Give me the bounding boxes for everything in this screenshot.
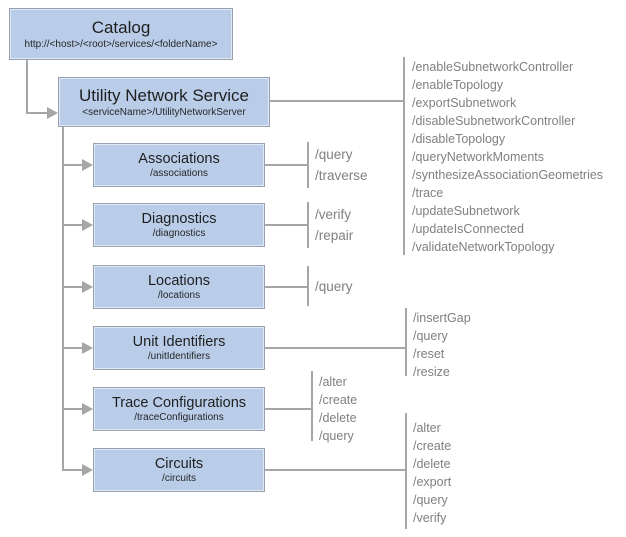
resource-title: Diagnostics (141, 210, 217, 227)
resource-path: /associations (150, 167, 208, 179)
connector-line (62, 408, 82, 410)
diagnostics-node: Diagnostics /diagnostics (93, 203, 265, 247)
connector-line (26, 60, 28, 113)
operation-label: /delete (319, 411, 357, 425)
operations-bar (307, 266, 309, 306)
operation-label: /exportSubnetwork (412, 96, 517, 110)
resource-path: /diagnostics (152, 227, 206, 239)
operation-label: /query (315, 279, 353, 294)
operation-label: /alter (319, 375, 347, 389)
connector-line (265, 164, 307, 166)
unit-identifiers-node: Unit Identifiers /unitIdentifiers (93, 326, 265, 370)
resource-path: /traceConfigurations (134, 411, 224, 423)
circuits-operations-list: /alter/create/delete/export/query/verify (413, 419, 451, 527)
operation-label: /verify (315, 207, 352, 222)
resource-title: Trace Configurations (111, 394, 247, 411)
locations-operations-list: /query (315, 276, 353, 297)
arrowhead-icon (82, 403, 93, 415)
service-title: Utility Network Service (78, 85, 250, 105)
trace-configurations-operations-list: /alter/create/delete/query (319, 373, 357, 445)
service-node: Utility Network Service <serviceName>/Ut… (58, 77, 270, 127)
catalog-url: http://<host>/<root>/services/<folderNam… (24, 38, 218, 50)
operation-label: /query (413, 329, 448, 343)
service-path: <serviceName>/UtilityNetworkServer (82, 106, 246, 118)
trace-configurations-node: Trace Configurations /traceConfiguration… (93, 387, 265, 431)
operation-label: /create (319, 393, 358, 407)
operation-label: /trace (412, 186, 444, 200)
operation-label: /enableTopology (412, 78, 504, 92)
resource-title: Locations (147, 272, 211, 289)
resource-title: Circuits (154, 455, 204, 472)
resource-path: /circuits (162, 472, 196, 484)
resource-title: Unit Identifiers (132, 333, 226, 350)
catalog-title: Catalog (91, 17, 151, 37)
catalog-node: Catalog http://<host>/<root>/services/<f… (9, 8, 233, 60)
connector-line (26, 112, 47, 114)
operation-label: /validateNetworkTopology (412, 240, 555, 254)
connector-line (265, 469, 405, 471)
connector-line (265, 286, 307, 288)
resource-path: /unitIdentifiers (147, 350, 211, 362)
arrowhead-icon (82, 219, 93, 231)
arrowhead-icon (82, 464, 93, 476)
operations-bar (307, 142, 309, 188)
connector-line (265, 224, 307, 226)
operation-label: /alter (413, 421, 441, 435)
operation-label: /updateIsConnected (412, 222, 524, 236)
connector-line (62, 286, 82, 288)
arrowhead-icon (82, 281, 93, 293)
connector-line (265, 347, 405, 349)
operation-label: /updateSubnetwork (412, 204, 520, 218)
operation-label: /delete (413, 457, 451, 471)
operations-bar (311, 371, 313, 441)
operations-bar (403, 57, 405, 255)
diagnostics-operations-list: /verify/repair (315, 204, 353, 246)
operation-label: /query (413, 493, 448, 507)
operation-label: /query (315, 147, 353, 162)
operation-label: /query (319, 429, 354, 443)
operation-label: /export (413, 475, 452, 489)
operation-label: /verify (413, 511, 447, 525)
arrowhead-icon (82, 342, 93, 354)
connector-line (265, 408, 311, 410)
arrowhead-icon (82, 159, 93, 171)
operation-label: /create (413, 439, 452, 453)
operation-label: /repair (315, 228, 354, 243)
operation-label: /insertGap (413, 311, 471, 325)
service-operations-list: /enableSubnetworkController/enableTopolo… (412, 58, 603, 256)
arrowhead-icon (47, 107, 58, 119)
connector-line (62, 347, 82, 349)
operation-label: /queryNetworkMoments (412, 150, 544, 164)
associations-operations-list: /query/traverse (315, 144, 368, 186)
operations-bar (405, 308, 407, 376)
operation-label: /traverse (315, 168, 368, 183)
operation-label: /reset (413, 347, 445, 361)
operation-label: /resize (413, 365, 450, 379)
circuits-node: Circuits /circuits (93, 448, 265, 492)
connector-line (62, 469, 82, 471)
connector-line (62, 224, 82, 226)
resource-path: /locations (157, 289, 201, 301)
resource-title: Associations (138, 150, 220, 167)
operation-label: /synthesizeAssociationGeometries (412, 168, 604, 182)
operations-bar (405, 413, 407, 529)
associations-node: Associations /associations (93, 143, 265, 187)
connector-line (62, 164, 82, 166)
locations-node: Locations /locations (93, 265, 265, 309)
operations-bar (307, 202, 309, 248)
operation-label: /enableSubnetworkController (412, 60, 574, 74)
connector-trunk (62, 127, 64, 471)
operation-label: /disableTopology (412, 132, 506, 146)
connector-line (270, 100, 403, 102)
operation-label: /disableSubnetworkController (412, 114, 576, 128)
unit-identifiers-operations-list: /insertGap/query/reset/resize (413, 309, 471, 381)
